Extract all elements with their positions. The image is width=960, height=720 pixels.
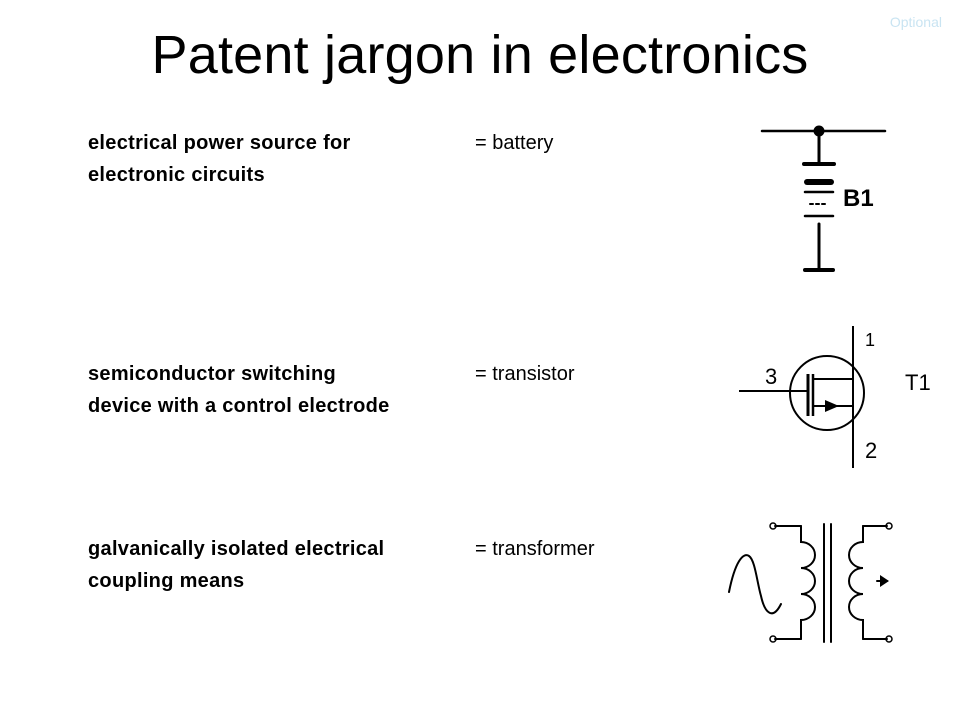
equivalent-battery: = battery (475, 132, 554, 154)
equivalent-transformer: = transformer (475, 538, 595, 560)
battery-label: B1 (843, 185, 874, 212)
transistor-pin-3: 3 (765, 364, 777, 389)
transistor-pin-2: 2 (865, 438, 877, 463)
term-transistor-line1: semiconductor switching (88, 363, 337, 385)
battery-symbol-icon: B1 (760, 125, 887, 272)
page-title: Patent jargon in electronics (151, 25, 809, 85)
transistor-pin-1: 1 (865, 330, 875, 350)
term-battery-line2: electronic circuits (88, 164, 265, 186)
term-transistor-line2: device with a control electrode (88, 395, 390, 417)
optional-tag: Optional (889, 14, 942, 30)
term-battery-line1: electrical power source for (88, 132, 351, 154)
term-battery: electrical power source for electronic c… (88, 127, 458, 191)
term-transformer: galvanically isolated electrical couplin… (88, 533, 458, 597)
term-transformer-line2: coupling means (88, 570, 245, 592)
term-transformer-line1: galvanically isolated electrical (88, 538, 385, 560)
equivalent-transistor: = transistor (475, 363, 575, 385)
transformer-symbol-icon (728, 522, 893, 643)
transistor-symbol-icon: 1 3 2 T1 (739, 326, 931, 468)
transistor-label: T1 (905, 370, 931, 395)
term-transistor: semiconductor switching device with a co… (88, 358, 458, 422)
